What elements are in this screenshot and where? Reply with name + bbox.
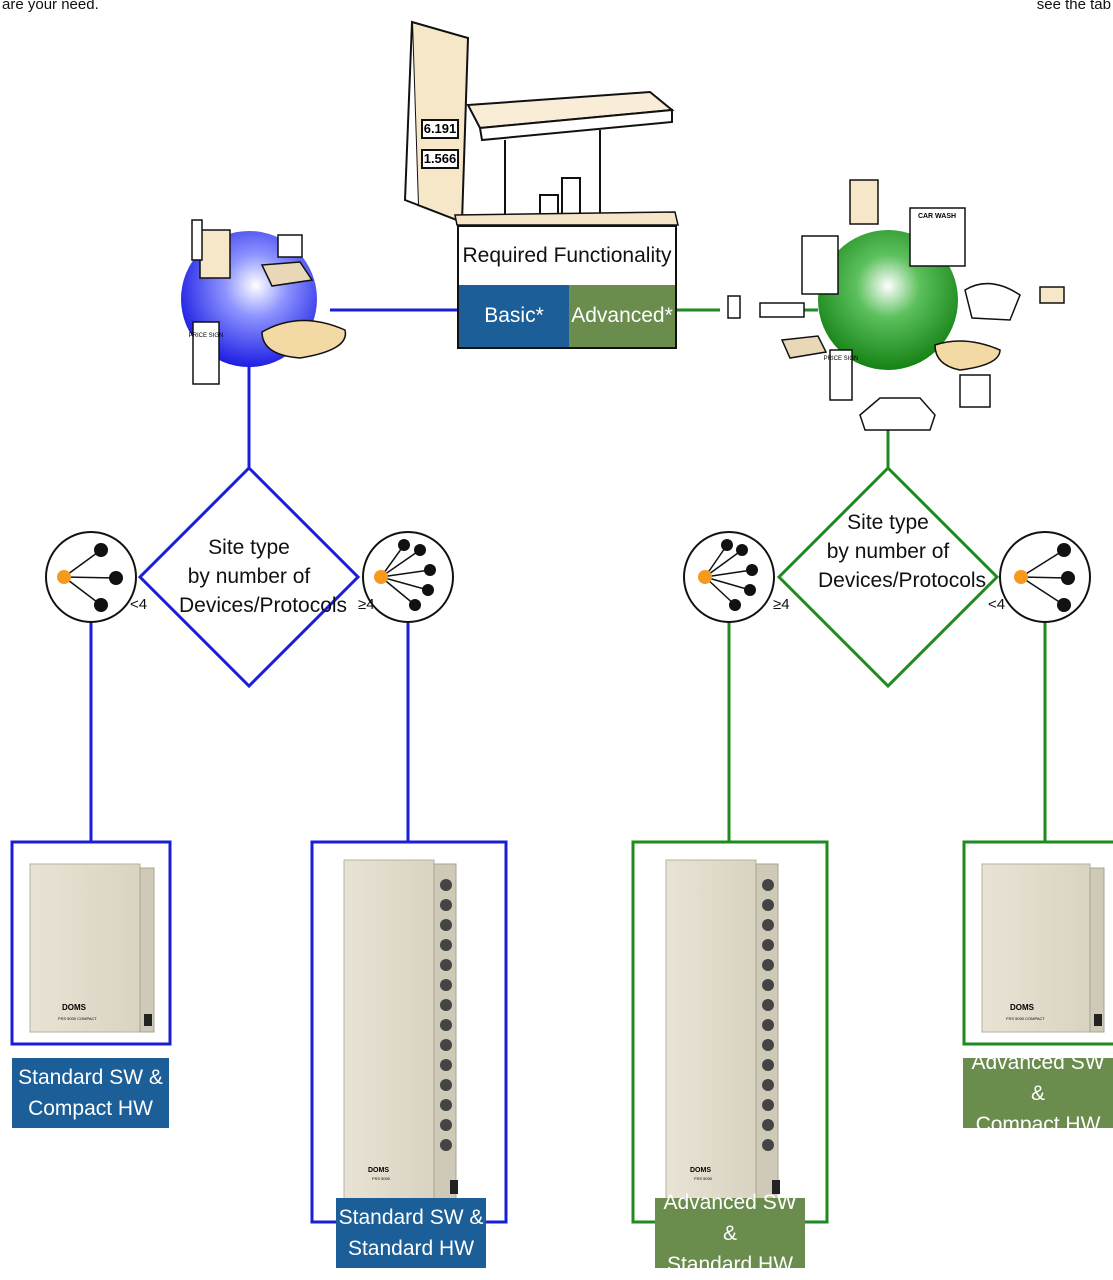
- product-label-2-line2: Standard HW: [347, 1237, 475, 1260]
- top-right-text: see the tab: [1036, 0, 1111, 13]
- basic-connectors: [89, 308, 458, 842]
- pump-digits-1: 6.191: [424, 121, 457, 136]
- basic-decision-diamond: [137, 465, 361, 689]
- compact-model-1: PSS 5000 COMPACT: [58, 1016, 97, 1021]
- product-frame-1: [10, 840, 172, 1046]
- advanced-more-ratio: ≥4: [773, 596, 790, 613]
- product-frame-4: [962, 840, 1113, 1046]
- compact-brand-4: DOMS: [1010, 1003, 1035, 1012]
- advanced-site-type-line1: Site type: [847, 511, 929, 534]
- required-functionality-title: Required Functionality: [462, 244, 672, 267]
- basic-devices-illustration: [191, 219, 347, 385]
- gas-station-illustration: [403, 20, 679, 226]
- advanced-decision-diamond: [776, 465, 1000, 689]
- advanced-site-type-label: Site type by number of Devices/Protocols: [818, 508, 987, 595]
- basic-many-devices-icon: [362, 531, 454, 623]
- pump-digits-2: 1.566: [424, 151, 457, 166]
- advanced-devices-illustration: [727, 179, 1065, 431]
- basic-fewer-ratio: <4: [130, 596, 148, 613]
- standard-model-3: PSS 5000: [694, 1176, 713, 1181]
- standard-brand-2: DOMS: [368, 1167, 389, 1174]
- advanced-fewer-ratio: <4: [988, 596, 1006, 613]
- advanced-site-type-line3: Devices/Protocols: [818, 569, 987, 592]
- product-label-1-line2: Compact HW: [28, 1097, 153, 1120]
- standard-model-2: PSS 5000: [372, 1176, 391, 1181]
- standard-controller-image-2: [343, 859, 458, 1209]
- product-label-3-line1: Advanced SW &: [663, 1190, 797, 1245]
- basic-site-type-line1: Site type: [208, 536, 290, 559]
- product-label-1: Standard SW & Compact HW: [12, 1058, 169, 1128]
- compact-model-4: PSS 5000 COMPACT: [1006, 1016, 1045, 1021]
- compact-controller-image-4: [981, 863, 1105, 1033]
- basic-few-devices-icon: [45, 531, 137, 623]
- advanced-few-devices-icon: [999, 531, 1091, 623]
- product-label-3: Advanced SW & Standard HW: [655, 1191, 805, 1276]
- product-label-2-line1: Standard SW &: [338, 1206, 484, 1229]
- compact-brand-1: DOMS: [62, 1003, 87, 1012]
- basic-option[interactable]: Basic*: [459, 285, 569, 347]
- basic-site-type-line2: by number of: [187, 565, 311, 588]
- basic-more-ratio: ≥4: [358, 596, 375, 613]
- product-label-2: Standard SW & Standard HW: [336, 1198, 486, 1268]
- product-label-4: Advanced SW & Compact HW: [963, 1051, 1113, 1136]
- compact-controller-image-1: [29, 863, 155, 1033]
- required-functionality-box: Required Functionality Basic* Advanced*: [457, 225, 677, 349]
- advanced-option[interactable]: Advanced*: [569, 285, 675, 347]
- standard-brand-3: DOMS: [690, 1167, 711, 1174]
- product-label-1-line1: Standard SW &: [18, 1066, 163, 1089]
- car-wash-text: CAR WASH: [918, 213, 956, 220]
- standard-controller-image-3: [665, 859, 780, 1209]
- advanced-price-sign-text: PRICE SIGN: [824, 356, 859, 362]
- product-label-3-line2: Standard HW: [666, 1252, 794, 1276]
- basic-site-type-line3: Devices/Protocols: [179, 594, 348, 617]
- advanced-site-type-line2: by number of: [826, 540, 950, 563]
- advanced-many-devices-icon: [683, 531, 775, 623]
- basic-price-sign-text: PRICE SIGN: [189, 333, 224, 339]
- product-label-4-line1: Advanced SW &: [971, 1050, 1105, 1105]
- basic-site-type-label: Site type by number of Devices/Protocols: [179, 533, 348, 620]
- top-left-text: are your need.: [2, 0, 99, 13]
- product-label-4-line2: Compact HW: [975, 1112, 1101, 1136]
